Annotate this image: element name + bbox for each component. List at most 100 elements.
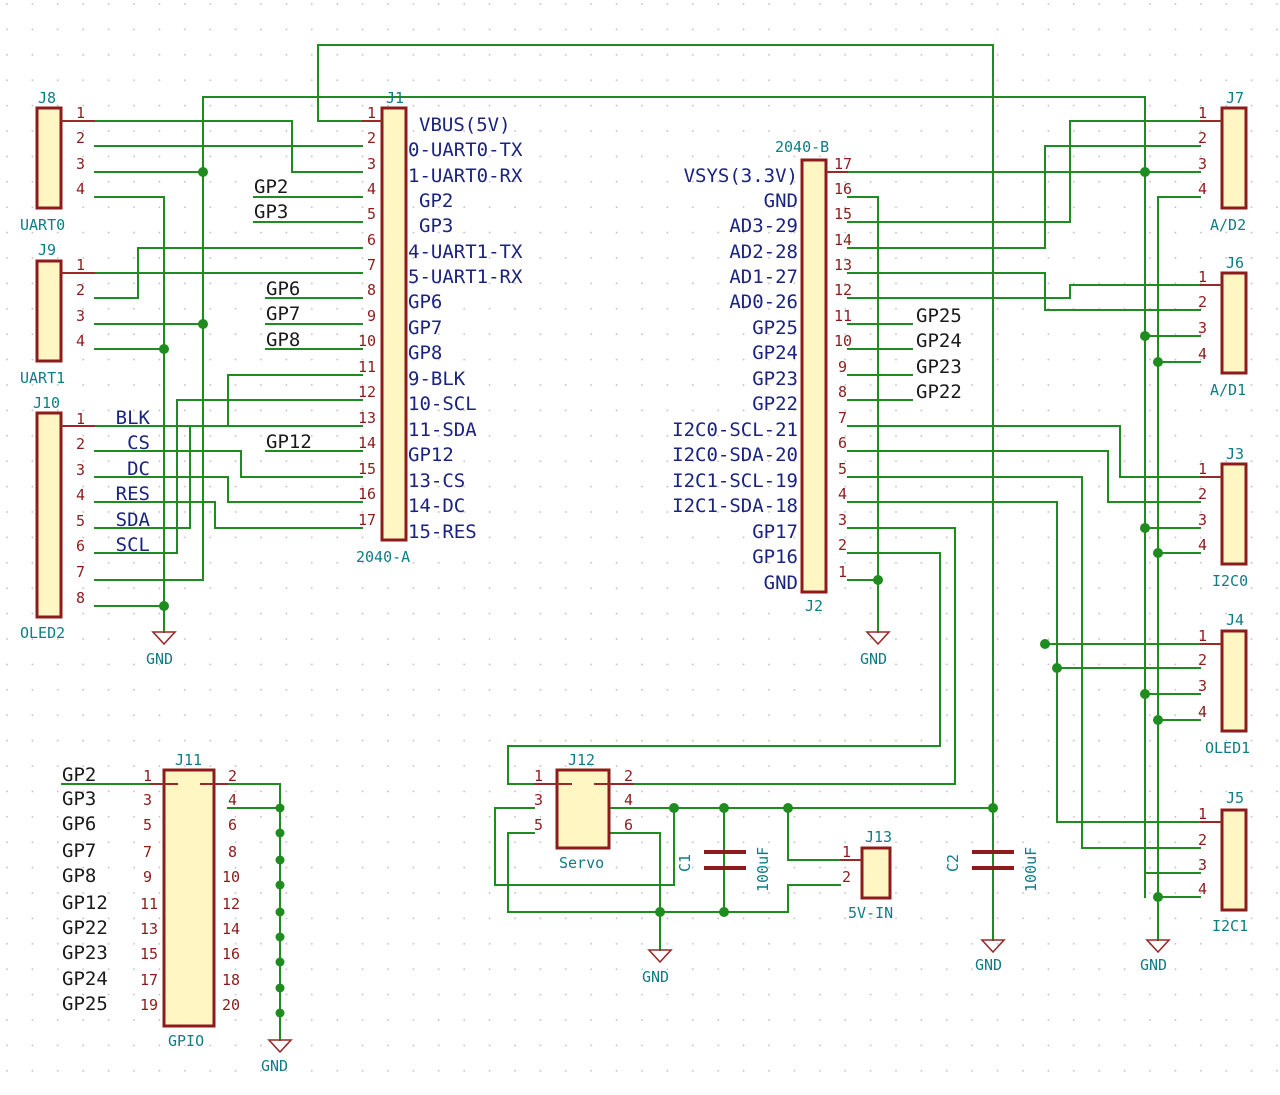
pin-number: 4 [624,791,633,809]
pin-label: BLK [116,407,151,429]
capacitor-c2: C2 100uF [944,847,1040,892]
ground-icon [267,1039,293,1054]
gnd-label: GND [860,650,887,668]
wire-j10-cs [94,450,363,478]
wire-j2-gp17 [610,527,956,785]
pin-number: 3 [76,155,85,173]
pin-name: I2C1-SCL-19 [672,470,798,492]
connector-j6: J6 A/D1 1 2 3 4 [1198,254,1248,399]
connector-body [1220,271,1248,375]
pin-number: 7 [76,563,85,581]
pin-name: GP12 [408,444,454,466]
gnd-label: GND [642,968,669,986]
pin-name: GP6 [408,291,442,313]
pin-number: 3 [143,791,152,809]
ground-icon [151,631,177,646]
wire-j2-ad2 [847,145,1201,249]
pin-number: 8 [367,281,376,299]
net-label: GP2 [254,176,288,198]
connector-j1: J1 2040-A 1 2 3 4 5 6 7 8 9 10 11 12 13 … [254,89,523,566]
pin-number: 9 [838,358,847,376]
pin-number: 1 [1198,805,1207,823]
gnd-symbol: GND [642,949,673,986]
junction-dot [1040,639,1050,649]
pin-number: 3 [1198,319,1207,337]
pin-number: 3 [1198,155,1207,173]
j1-net-labels: GP2 GP3 GP6 GP7 GP8 GP12 [254,176,312,453]
pin-name: I2C1-SDA-18 [672,495,798,517]
junction-dot [873,575,883,585]
pin-number: 4 [1198,345,1207,363]
pin-label: RES [116,483,150,505]
pin-number: 2 [228,767,237,785]
pin-number: 6 [228,816,237,834]
connector-j11: J11 GPIO 1 3 5 7 9 11 13 15 17 19 2 4 6 … [62,751,240,1050]
net-label: GP3 [254,201,288,223]
pin-number: 11 [140,895,158,913]
pin-number: 15 [140,945,158,963]
pin-name: GP2 [419,190,453,212]
net-label: GP24 [62,968,108,990]
wire-j10-scl [94,399,363,554]
pin-name: AD2-28 [729,241,798,263]
pin-number: 2 [1198,831,1207,849]
pin-number: 4 [76,332,85,350]
net-label: GP2 [62,764,96,786]
net-label: GP7 [62,840,96,862]
gnd-label: GND [261,1057,288,1075]
pin-number: 14 [358,434,376,452]
gnd-label: GND [1140,956,1167,974]
pin-number: 1 [76,256,85,274]
pin-number: 2 [1198,293,1207,311]
pin-label: CS [127,432,150,454]
pin-number: 1 [1198,268,1207,286]
wire-j2-ad1 [847,272,1201,311]
junction-dot [719,803,729,813]
connector-value: 2040-A [356,548,410,566]
net-label: GP3 [62,788,96,810]
pin-number: 18 [222,971,240,989]
pin-number: 2 [1198,129,1207,147]
pin-number: 6 [367,231,376,249]
connector-value: I2C0 [1212,572,1248,590]
pin-number: 4 [367,180,376,198]
ref-designator: C1 [676,854,694,872]
junction-dot [655,907,665,917]
pin-number: 16 [358,485,376,503]
pin-number: 1 [534,767,543,785]
pin-number: 3 [1198,677,1207,695]
junction-dot [1140,331,1150,341]
pin-number: 1 [367,104,376,122]
net-label: GP23 [62,942,108,964]
junction-dot [1140,523,1150,533]
pin-number: 16 [834,180,852,198]
ref-designator: J6 [1226,254,1244,272]
pin-label: DC [127,458,150,480]
pin-number: 7 [143,843,152,861]
pin-number: 4 [76,180,85,198]
pin-name: 1-UART0-RX [408,165,523,187]
pin-number: 17 [358,511,376,529]
ground-icon [865,631,891,646]
pin-number: 19 [140,996,158,1014]
wire-j8-4 [94,196,165,607]
ground-icon [647,949,673,964]
connector-body [1220,629,1248,733]
connector-value: Servo [559,854,604,872]
ref-designator: J3 [1226,445,1244,463]
pin-number: 1 [1198,460,1207,478]
net-label: GP25 [62,993,108,1015]
pin-number: 9 [143,868,152,886]
ref-designator: J7 [1226,89,1244,107]
pin-name: GP3 [419,215,453,237]
pin-number: 11 [834,307,852,325]
pin-number: 5 [76,512,85,530]
net-label: GP6 [266,278,300,300]
pin-name: I2C0-SCL-21 [672,419,798,441]
junction-dot [669,803,679,813]
wire-servo-3 [494,807,675,886]
net-label: GP8 [266,329,300,351]
ref-designator: J9 [38,241,56,259]
pin-name: 14-DC [408,495,465,517]
wire-j10-res [94,501,363,529]
